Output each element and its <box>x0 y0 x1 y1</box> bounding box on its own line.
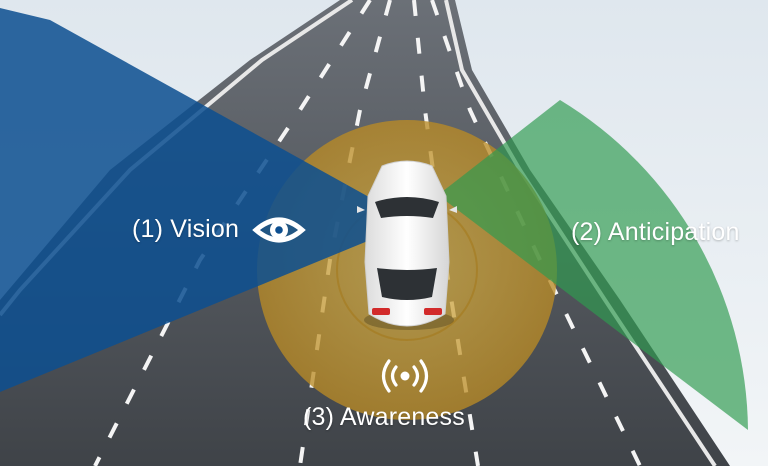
eye-icon <box>252 212 306 248</box>
car <box>357 160 457 330</box>
lane-marking-1 <box>93 0 372 466</box>
wireless-signal-icon <box>374 356 436 396</box>
vision-zone <box>0 8 414 392</box>
anticipation-zone <box>438 100 748 430</box>
vision-label: (1) Vision <box>132 215 240 243</box>
awareness-label: (3) Awareness <box>303 403 465 431</box>
anticipation-label: (2) Anticipation <box>571 218 740 246</box>
